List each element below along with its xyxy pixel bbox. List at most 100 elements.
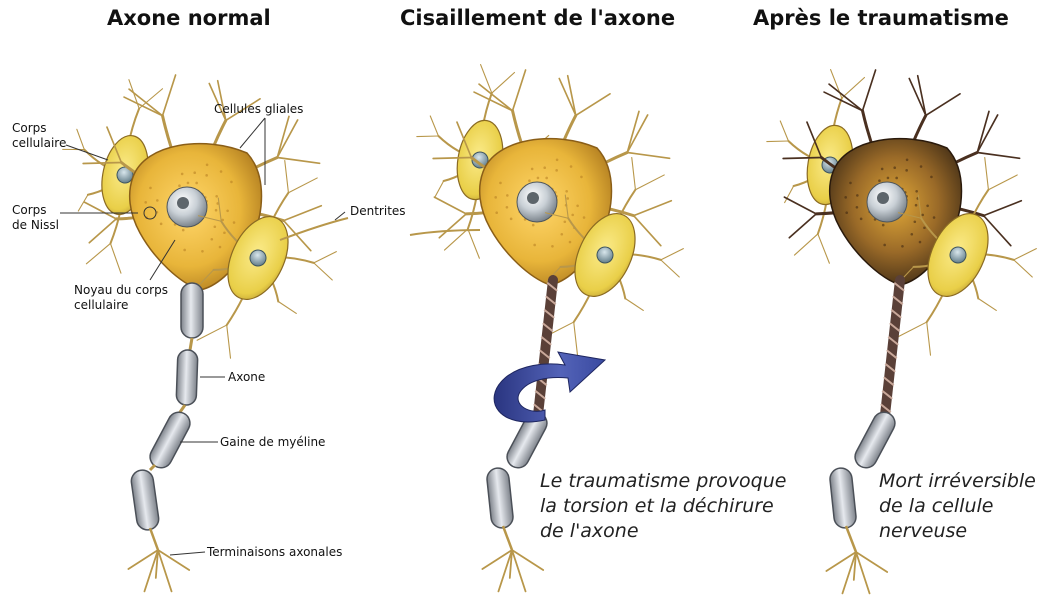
caption-after-line3: nerveuse (879, 519, 1036, 544)
nissl-granule (210, 238, 213, 241)
label-cellules-gliales: Cellules gliales (214, 102, 303, 117)
axon-end (150, 528, 158, 550)
dendrite-twig (784, 197, 816, 214)
dendrite-twig (918, 76, 926, 116)
nissl-granule (195, 182, 198, 185)
dendrite-twig (433, 158, 471, 159)
dendrite-twig (73, 129, 88, 149)
nissl-granule (878, 179, 881, 182)
dendrite-twig (277, 116, 289, 157)
nissl-granule (860, 218, 863, 221)
label-corps-cellulaire-line1: Corps (12, 121, 66, 136)
dendrite-twig (215, 325, 243, 358)
nissl-granule (556, 158, 559, 161)
dendrite-twig (926, 94, 960, 116)
nissl-granule (895, 177, 898, 180)
caption-after: Mort irréversible de la cellule nerveuse (879, 469, 1036, 544)
node-ranvier (190, 338, 192, 350)
dendrite-twig (568, 76, 576, 116)
dendrite-twig (789, 214, 816, 238)
nissl-granule (499, 182, 502, 185)
dendrite-twig (620, 158, 647, 190)
myelin-segment (130, 469, 160, 531)
dendrite-twig (977, 115, 997, 153)
nissl-granule (887, 177, 890, 180)
nissl-granule (883, 244, 886, 247)
dendrite-twig (434, 197, 466, 214)
dendrite-twig (973, 158, 1000, 190)
nissl-granule (583, 216, 586, 219)
label-corps-cellulaire-line2: cellulaire (12, 136, 66, 151)
nissl-granule (230, 181, 233, 184)
nissl-granule (849, 182, 852, 185)
nissl-granule (905, 169, 908, 172)
nissl-granule (206, 163, 209, 166)
caption-shear-line1: Le traumatisme provoque (540, 469, 786, 494)
dendrite-twig (863, 70, 876, 111)
nissl-granule (930, 176, 933, 179)
nissl-granule (219, 246, 222, 249)
dendrite-twig (417, 132, 439, 140)
nissl-granule (506, 206, 509, 209)
dendrite-twig (513, 70, 526, 111)
nissl-granule (560, 233, 563, 236)
label-nissl-line1: Corps (12, 203, 59, 218)
dendrite-twig (86, 239, 110, 267)
nissl-granule (570, 165, 573, 168)
dendrite-twig (559, 78, 576, 115)
dendrite-twig (813, 234, 834, 263)
dendrite-twig (163, 75, 176, 116)
myelin-segment (146, 408, 194, 471)
nissl-granule (545, 177, 548, 180)
node-ranvier (150, 465, 155, 470)
nissl-granule (551, 245, 554, 248)
nissl-granule (569, 241, 572, 244)
nissl-granule (494, 196, 497, 199)
dendrite-twig (627, 153, 669, 159)
dendrite-twig (288, 170, 317, 202)
nissl-granule (920, 165, 923, 168)
dendrite-twig (273, 161, 300, 193)
caption-shear-line2: la torsion et la déchirure (540, 494, 786, 519)
title-axone-normal: Axone normal (107, 6, 271, 30)
label-axone: Axone (228, 370, 265, 385)
nissl-granule (226, 209, 229, 212)
dendrite-twig (783, 158, 821, 159)
dendrite-twig (277, 158, 319, 164)
myelin-segment (851, 408, 899, 471)
axon-terminal (158, 550, 172, 591)
caption-shear: Le traumatisme provoque la torsion et la… (540, 469, 786, 544)
title-cisaillement: Cisaillement de l'axone (400, 6, 675, 30)
nissl-granule (921, 214, 924, 217)
nissl-granule (576, 204, 579, 207)
panel-normal (40, 69, 369, 591)
nissl-granule (506, 194, 509, 197)
dendrite-twig (988, 167, 1017, 199)
label-noyau: Noyau du corps cellulaire (74, 283, 168, 313)
dendrite-twig (977, 111, 989, 152)
dendrite-twig (909, 78, 926, 115)
axon-end (846, 526, 856, 552)
nissl-granule (555, 169, 558, 172)
nissl-granule (178, 184, 181, 187)
dendrite-twig (284, 206, 322, 221)
dendrite-twig (1011, 260, 1036, 277)
leader-cell-body (66, 145, 108, 160)
nissl-granule (193, 171, 196, 174)
dendrite-twig (915, 322, 943, 355)
nissl-granule (182, 229, 185, 232)
dendrite-twig (977, 153, 1019, 159)
nissl-granule (882, 224, 885, 227)
nissl-granule (845, 211, 848, 214)
dendrite-twig (984, 201, 1022, 216)
torsion-arrow (494, 352, 605, 422)
caption-after-line1: Mort irréversible (879, 469, 1036, 494)
dendrite-twig (492, 69, 515, 96)
dendrite-twig (576, 94, 610, 116)
title-apres-traumatisme: Après le traumatisme (753, 6, 1009, 30)
label-corps-de-nissl: Corps de Nissl (12, 203, 59, 233)
dendrite-twig (624, 299, 645, 311)
axon-end (503, 526, 512, 550)
dendrite-twig (658, 260, 683, 277)
label-dendrites: Dentrites (350, 204, 406, 219)
